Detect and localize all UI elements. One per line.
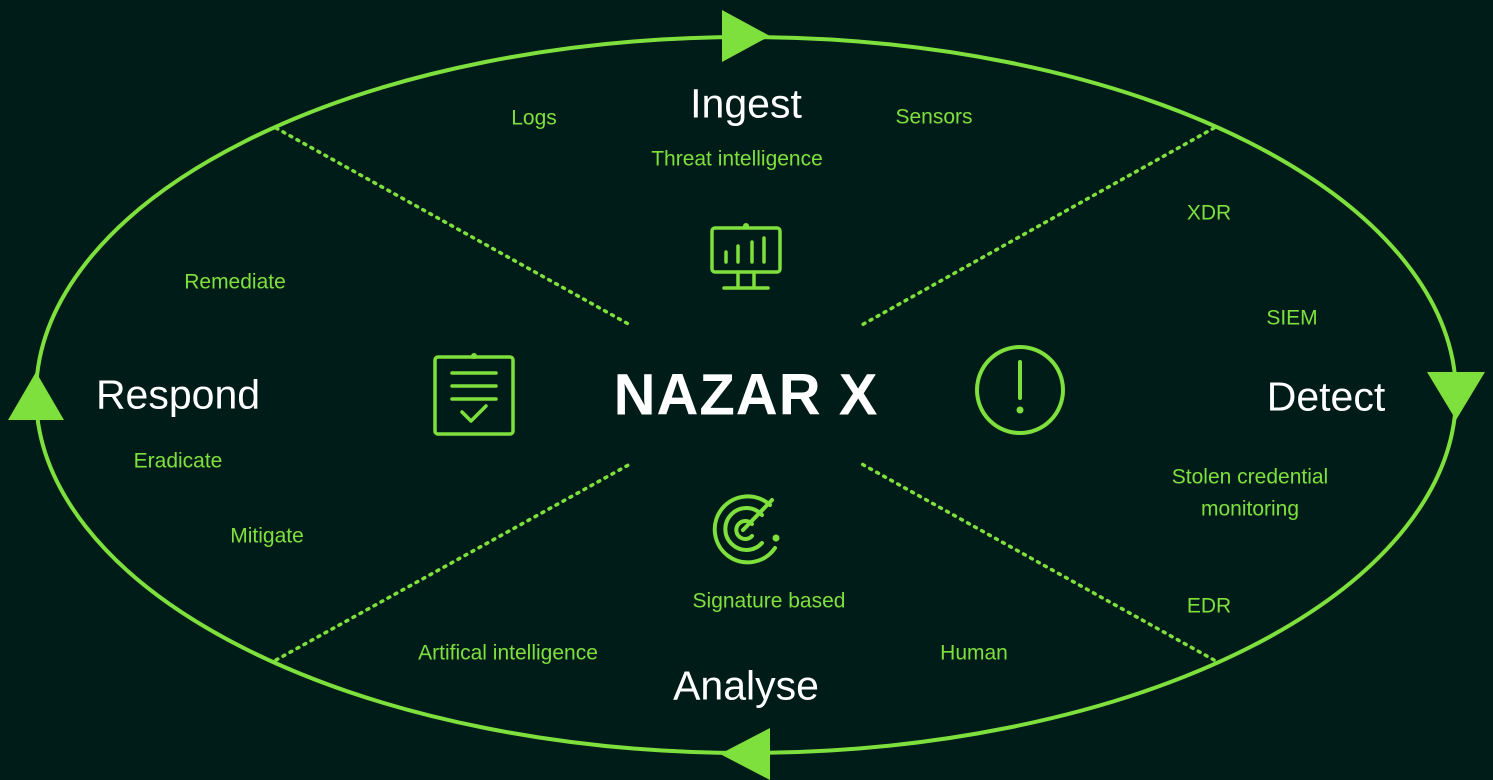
phase-detect-title: Detect <box>1266 373 1386 420</box>
arrow-left-up <box>8 372 64 420</box>
divider-top-right <box>858 126 1216 328</box>
clipboard-check-icon <box>433 353 515 436</box>
divider-bottom-right <box>858 461 1216 662</box>
divider-top-left <box>274 126 634 328</box>
detect-item-edr: EDR <box>1186 594 1232 618</box>
detect-item-siem: SIEM <box>1266 306 1318 330</box>
detect-item-stolen-credential-monitoring: Stolen credential monitoring <box>1171 465 1329 521</box>
analyse-item-signature-based: Signature based <box>692 589 846 613</box>
arrow-top-right <box>722 10 770 62</box>
phase-analyse-title: Analyse <box>673 662 819 709</box>
alert-circle-icon <box>975 345 1065 435</box>
phase-respond-title: Respond <box>95 371 261 418</box>
detect-item-xdr: XDR <box>1186 201 1232 225</box>
monitor-chart-icon <box>710 223 782 290</box>
phase-ingest-title: Ingest <box>690 80 802 127</box>
ingest-item-sensors: Sensors <box>895 105 973 129</box>
respond-item-remediate: Remediate <box>184 270 286 294</box>
radar-target-icon <box>712 494 780 565</box>
ingest-item-logs: Logs <box>511 106 557 130</box>
center-title: NAZAR X <box>613 362 879 428</box>
arrow-bottom-left <box>720 728 770 780</box>
arrow-right-down <box>1427 372 1485 420</box>
ingest-item-threat-intelligence: Threat intelligence <box>651 147 823 171</box>
divider-bottom-left <box>274 461 634 662</box>
analyse-item-artificial-intelligence: Artifical intelligence <box>418 641 598 665</box>
respond-item-mitigate: Mitigate <box>230 524 304 548</box>
respond-item-eradicate: Eradicate <box>133 449 223 473</box>
analyse-item-human: Human <box>940 641 1008 665</box>
